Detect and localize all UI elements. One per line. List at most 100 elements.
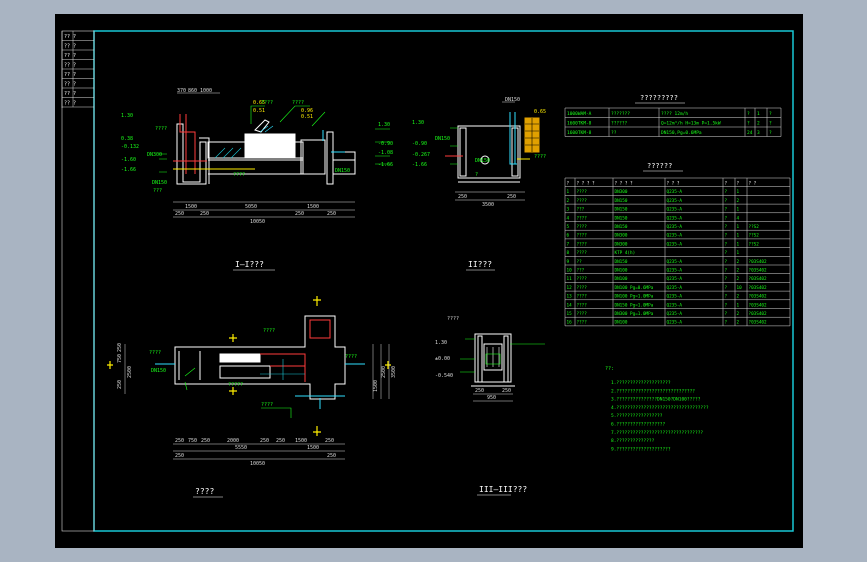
plan-label-1: ???? [149, 350, 161, 356]
materials-cell: ? [725, 198, 728, 204]
materials-cell: Q235-A [667, 233, 683, 239]
materials-cell: 1 [737, 241, 740, 247]
equipment-cell: 1000WAM-A [567, 111, 592, 117]
section-1-tag-2: 0.51 [253, 108, 265, 114]
materials-cell: ???? [577, 302, 588, 308]
materials-cell: ? [725, 233, 728, 239]
plan-label-6: ???? [345, 354, 357, 360]
plan-dim-1: 250 [175, 438, 184, 444]
materials-cell: DN150 Pg=1.0MPa [615, 302, 654, 308]
section-1-dim-6: 250 [295, 211, 304, 217]
materials-header-cell: ? [725, 181, 728, 187]
materials-cell: ?03S402 [749, 276, 768, 282]
materials-cell: 10 [567, 268, 573, 274]
materials-cell: ?03S402 [749, 259, 768, 265]
plan-left-dim-1: 250 [117, 343, 123, 352]
section-1-label-6: ??? [153, 188, 162, 194]
materials-cell: Q235-A [667, 268, 683, 274]
title-block-cell: ?? ? [64, 34, 76, 40]
title-block-cell: ?? ? [64, 82, 76, 88]
section-1-dim-top-2: 860 [188, 88, 197, 94]
section-2-label-1: DN150 [435, 136, 450, 142]
materials-cell: 2 [737, 276, 740, 282]
section-1-dim-1: 1500 [185, 204, 197, 210]
materials-cell: ??S2 [749, 224, 760, 230]
materials-cell: ? [725, 268, 728, 274]
materials-cell: Q235-A [667, 294, 683, 300]
materials-cell: DN300 [615, 233, 628, 239]
section-1-label-3: ???? [233, 172, 245, 178]
section-1-dim-top-1: 370 [177, 88, 186, 94]
equipment-cell: ??????? [611, 111, 630, 117]
equipment-cell: ???? 12m/h [661, 111, 688, 117]
materials-cell: Q235-A [667, 215, 683, 221]
section-1-label-1: ???? [155, 126, 167, 132]
materials-cell: 1 [567, 189, 570, 195]
section-1-dim-total: 10050 [250, 219, 265, 225]
equipment-table: 1000WAM-A??????????? 12m/h?1?1600TKM-8??… [564, 107, 782, 137]
materials-cell: ? [725, 276, 728, 282]
plan-dim-5: 250 [260, 438, 269, 444]
plan-dim-7: 1500 [295, 438, 307, 444]
materials-cell: Q235-A [667, 285, 683, 291]
materials-cell: ???? [577, 276, 588, 282]
materials-cell: Q235-A [667, 224, 683, 230]
materials-cell: DN150 [615, 259, 628, 265]
equipment-cell: DN150,Pg=0.6MPa [661, 130, 702, 136]
materials-cell: ???? [577, 320, 588, 326]
materials-cell: ???? [577, 224, 588, 230]
materials-cell: 4 [737, 215, 740, 221]
materials-cell: ? [725, 241, 728, 247]
materials-cell: 13 [567, 294, 573, 300]
note-line: 6.?????????????????? [611, 422, 665, 428]
note-line: 9.???????????????????? [611, 446, 671, 452]
section-2-level-4: -1.66 [412, 162, 427, 168]
materials-cell: ???? [577, 189, 588, 195]
section-1-label-4: DN150 [152, 180, 167, 186]
materials-cell: 9 [567, 259, 570, 265]
materials-cell: DN100 [615, 268, 628, 274]
materials-cell: 15 [567, 311, 573, 317]
section-1-tag-6: ???? [292, 100, 304, 106]
materials-cell: 14 [567, 302, 573, 308]
section-2-level-1: 1.30 [412, 120, 424, 126]
materials-cell: ? [725, 207, 728, 213]
materials-cell: ?03S402 [749, 294, 768, 300]
materials-cell: ? [725, 259, 728, 265]
plan-right-dim-3: 3500 [391, 366, 397, 378]
notes-block: 1.????????????????????2.????????????????… [611, 380, 709, 452]
title-block-cell: ?? ? [64, 63, 76, 69]
section-2-label-2: ???? [534, 154, 546, 160]
note-line: 8.?????????????? [611, 438, 655, 444]
materials-cell: 2 [737, 294, 740, 300]
materials-cell: Q235-A [667, 320, 683, 326]
section-1-level-r1: 1.30 [378, 122, 390, 128]
equipment-cell: ? [747, 111, 750, 117]
materials-cell: ? [725, 189, 728, 195]
plan-label-5: ???? [261, 402, 273, 408]
title-block [61, 30, 95, 532]
materials-cell: 6 [567, 233, 570, 239]
section-1-level-2: 0.38 [121, 136, 133, 142]
materials-cell: 2 [737, 311, 740, 317]
materials-cell: Q235-A [667, 302, 683, 308]
materials-cell: Q235-A [667, 311, 683, 317]
title-block-cell: ?? ? [64, 101, 76, 107]
note-line: 3.???????????????DN150?DN100????? [611, 397, 701, 403]
section-3-view [460, 333, 545, 402]
materials-cell: ???? [577, 311, 588, 317]
equipment-cell: 1600TKM-8 [567, 130, 592, 136]
materials-header-cell: ? [737, 181, 740, 187]
section-1-level-3: -0.132 [121, 144, 139, 150]
materials-cell: ? [725, 320, 728, 326]
materials-cell: ???? [577, 241, 588, 247]
section-1-level-5: -1.66 [121, 167, 136, 173]
plan-dim-3: 250 [201, 438, 210, 444]
section-1-view [159, 92, 390, 218]
plan-dim-2: 750 [188, 438, 197, 444]
materials-cell: DN150 [615, 198, 628, 204]
equipment-cell: 2 [757, 121, 760, 127]
materials-cell: ? [725, 250, 728, 256]
section-3-title: III—III??? [479, 485, 527, 494]
section-1-dim-5: 250 [200, 211, 209, 217]
